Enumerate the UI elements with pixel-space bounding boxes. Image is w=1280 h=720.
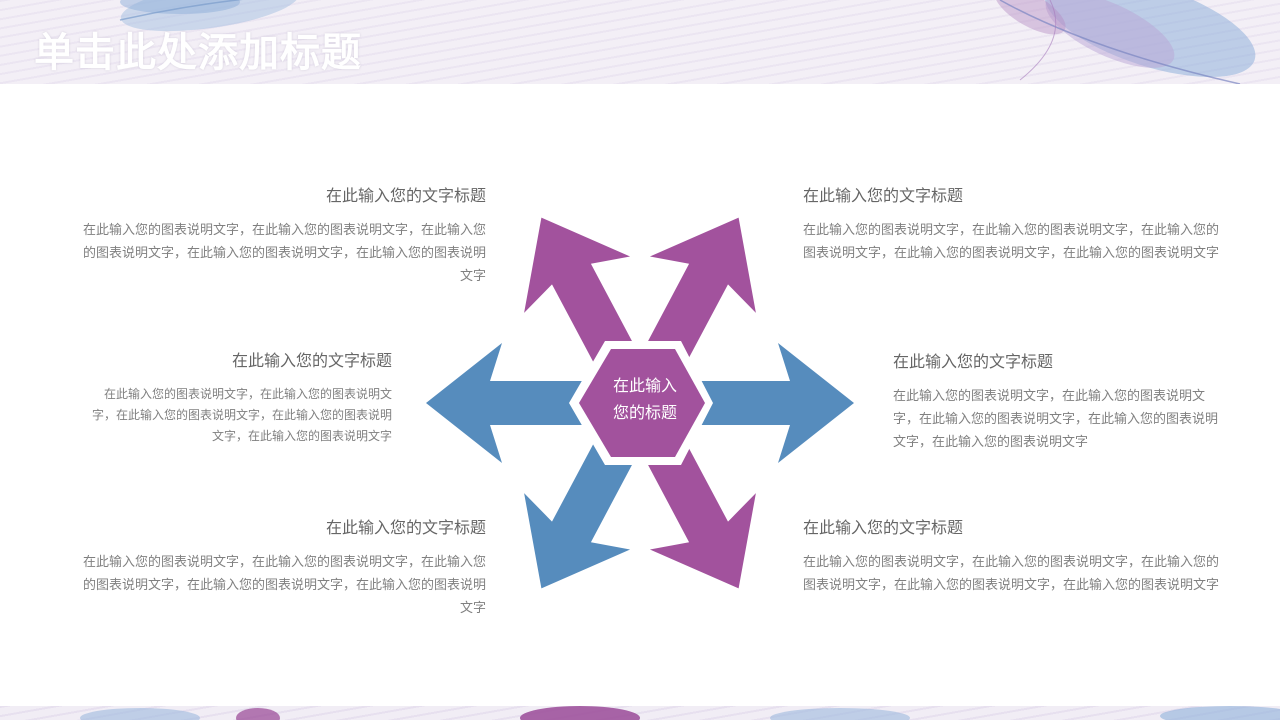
text-block-top-left[interactable]: 在此输入您的文字标题 在此输入您的图表说明文字，在此输入您的图表说明文字，在此输…	[82, 186, 486, 288]
block-body: 在此输入您的图表说明文字，在此输入您的图表说明文字，在此输入您的图表说明文字，在…	[803, 223, 1220, 261]
center-title[interactable]: 在此输入 您的标题	[586, 372, 704, 426]
center-title-line2: 您的标题	[612, 403, 677, 422]
text-block-top-right[interactable]: 在此输入您的文字标题 在此输入您的图表说明文字，在此输入您的图表说明文字，在此输…	[803, 186, 1221, 265]
watercolor-footer-decoration	[80, 706, 1280, 720]
arrow-right[interactable]	[640, 343, 854, 463]
text-block-bottom-left[interactable]: 在此输入您的文字标题 在此输入您的图表说明文字，在此输入您的图表说明文字，在此输…	[82, 518, 486, 620]
block-heading: 在此输入您的文字标题	[231, 351, 392, 370]
block-body: 在此输入您的图表说明文字，在此输入您的图表说明文字，在此输入您的图表说明文字，在…	[82, 223, 486, 284]
block-heading: 在此输入您的文字标题	[325, 518, 486, 537]
block-body: 在此输入您的图表说明文字，在此输入您的图表说明文字，在此输入您的图表说明文字，在…	[803, 555, 1220, 593]
block-heading: 在此输入您的文字标题	[803, 186, 964, 205]
block-body: 在此输入您的图表说明文字，在此输入您的图表说明文字，在此输入您的图表说明文字，在…	[82, 555, 486, 616]
text-block-bottom-right[interactable]: 在此输入您的文字标题 在此输入您的图表说明文字，在此输入您的图表说明文字，在此输…	[803, 518, 1221, 597]
block-heading: 在此输入您的文字标题	[325, 186, 486, 205]
block-heading: 在此输入您的文字标题	[893, 352, 1054, 371]
arrow-left[interactable]	[426, 343, 640, 463]
feather-left-decoration	[119, 0, 300, 32]
text-block-mid-right[interactable]: 在此输入您的文字标题 在此输入您的图表说明文字，在此输入您的图表说明文字，在此输…	[893, 352, 1223, 454]
footer-band	[0, 706, 1280, 720]
text-block-mid-left[interactable]: 在此输入您的文字标题 在此输入您的图表说明文字，在此输入您的图表说明文字，在此输…	[86, 351, 392, 447]
header-band	[0, 0, 1280, 84]
center-title-line1: 在此输入	[612, 376, 677, 395]
feather-right-decoration	[994, 0, 1256, 84]
slide-title[interactable]: 单击此处添加标题	[34, 30, 362, 76]
block-heading: 在此输入您的文字标题	[803, 518, 964, 537]
center-hexagon[interactable]	[579, 349, 705, 457]
block-body: 在此输入您的图表说明文字，在此输入您的图表说明文字，在此输入您的图表说明文字，在…	[893, 389, 1219, 450]
block-body: 在此输入您的图表说明文字，在此输入您的图表说明文字，在此输入您的图表说明文字，在…	[91, 387, 392, 443]
